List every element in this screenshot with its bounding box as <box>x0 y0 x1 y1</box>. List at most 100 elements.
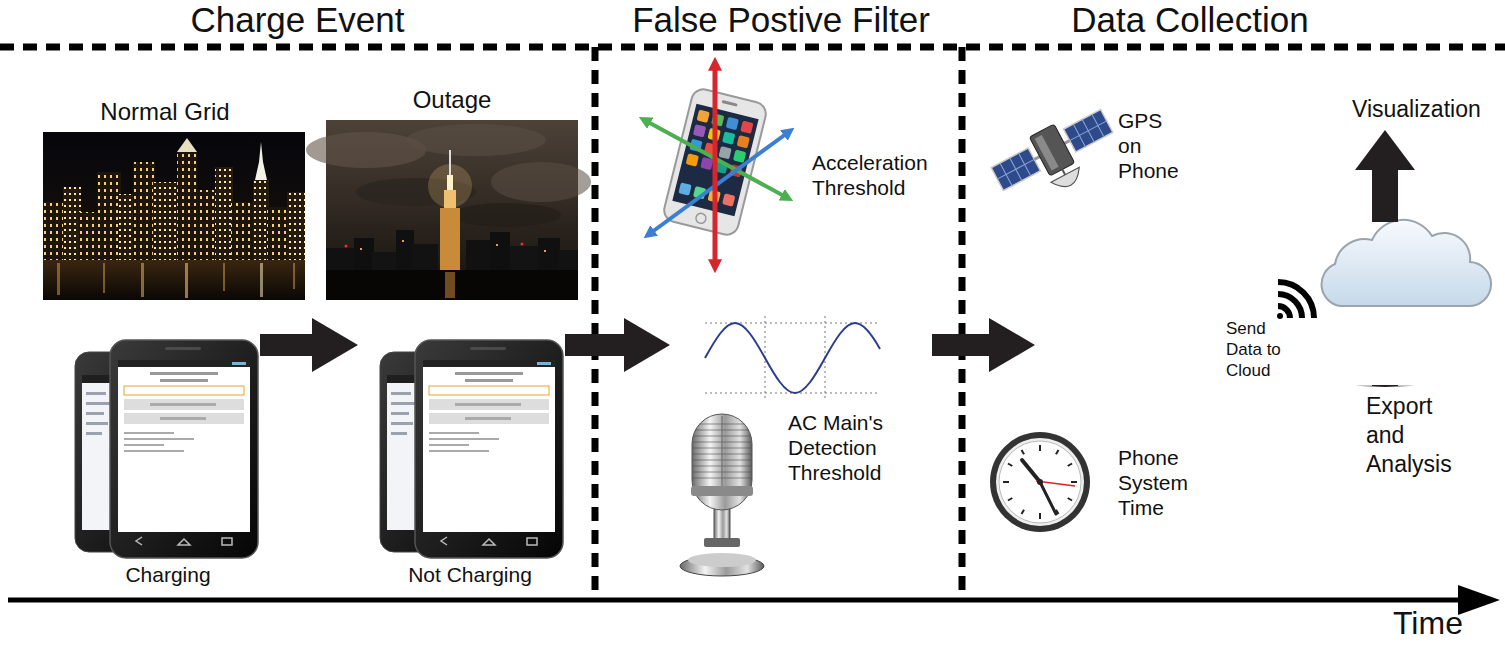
accelerometer-icon <box>737 135 750 148</box>
accelerometer-icon <box>686 153 699 166</box>
city-lit-photo <box>43 132 305 300</box>
microphone-icon <box>704 538 740 547</box>
clock-icon <box>1056 450 1059 454</box>
city-lit-photo <box>177 138 197 152</box>
city-lit-photo <box>57 263 60 295</box>
city-lit-photo <box>119 194 135 260</box>
wireless-icon <box>1278 282 1314 318</box>
city-dark-photo <box>445 272 455 298</box>
filter-item: Acceleration Threshold <box>620 50 940 275</box>
data-source: GPS on Phone <box>990 90 1220 210</box>
phone-caption: Charging <box>125 563 210 587</box>
city-dark-photo <box>449 150 451 176</box>
city-lit-photo <box>287 192 305 260</box>
city-lit-photo <box>43 132 305 300</box>
city-dark-photo <box>491 162 591 202</box>
accelerometer-icon <box>652 134 786 232</box>
microphone-icon <box>688 553 756 567</box>
city-dark-photo <box>345 245 348 248</box>
wireless-icon <box>1278 294 1302 318</box>
city-dark-photo <box>444 190 456 208</box>
stage-heading: False Postive Filter <box>632 0 930 40</box>
satellite-icon <box>987 101 1126 214</box>
cloud-shape <box>1322 220 1492 306</box>
microphone-icon <box>680 414 764 576</box>
android-phones <box>380 340 563 558</box>
data-source: Phone System Time <box>985 425 1225 545</box>
stage-band: Acceleration Threshold AC Main's Detectio… <box>595 0 962 598</box>
satellite-icon <box>1070 121 1107 141</box>
dashed-separator <box>0 44 1505 51</box>
grid-state-panel: Normal GridCharging <box>40 85 312 590</box>
clock-icon <box>990 432 1090 532</box>
photo-caption: Outage <box>413 86 492 114</box>
city-lit-photo <box>215 167 233 260</box>
city-dark-photo <box>466 240 492 270</box>
city-dark-photo <box>396 230 414 270</box>
satellite-icon <box>1034 157 1039 160</box>
city-dark-photo <box>306 120 591 300</box>
city-dark-photo <box>490 232 510 270</box>
output-text: Export and Analysis <box>1366 392 1452 479</box>
city-lit-photo <box>133 162 155 260</box>
accelerometer-icon <box>722 100 738 107</box>
cloud-node: Send Data to Cloud <box>1320 222 1492 385</box>
output-text: Visualization <box>1352 95 1481 124</box>
filter-label: Acceleration Threshold <box>812 150 937 200</box>
axis-label: Time <box>1393 604 1463 642</box>
accelerometer-icon <box>693 124 706 137</box>
flow-arrow <box>932 318 1035 372</box>
city-dark-photo <box>544 250 546 252</box>
city-lit-photo <box>253 180 269 260</box>
filter-item: AC Main's Detection Threshold <box>620 300 940 585</box>
wireless-icon <box>1277 282 1314 319</box>
accelerometer-icon <box>678 182 691 195</box>
city-lit-photo <box>63 187 81 260</box>
accelerometer-icon <box>722 131 735 144</box>
clock-icon <box>1071 481 1077 483</box>
flow-arrow <box>1355 385 1415 387</box>
clock-icon <box>1068 464 1072 467</box>
accelerometer-icon <box>695 212 707 224</box>
clock-icon <box>1022 460 1040 482</box>
clock-icon <box>1022 450 1025 454</box>
city-lit-photo <box>177 152 197 260</box>
microphone-icon <box>693 416 751 486</box>
accelerometer-icon <box>648 68 786 262</box>
city-dark-photo <box>326 270 578 300</box>
source-label: GPS on Phone <box>1118 108 1179 183</box>
output-label: Visualization <box>1352 95 1481 124</box>
stage-heading: Data Collection <box>1071 0 1308 40</box>
satellite-icon <box>1035 135 1059 171</box>
ac-sine-wave <box>705 316 880 400</box>
ac-sine-wave <box>705 323 880 393</box>
clock-icon <box>999 441 1081 523</box>
android-phones <box>75 340 258 558</box>
city-lit-photo <box>255 142 267 180</box>
satellite-icon <box>1051 167 1085 193</box>
city-dark-photo <box>521 243 524 246</box>
city-dark-photo <box>402 240 404 242</box>
satellite-icon <box>997 159 1034 179</box>
city-lit-photo <box>195 190 217 260</box>
clock-icon <box>1003 445 1077 519</box>
city-dark-photo <box>538 238 560 270</box>
city-dark-photo <box>447 175 453 190</box>
photo-caption: Normal Grid <box>100 98 229 126</box>
stage-band: Normal GridChargingOutageNot ChargingCha… <box>0 0 595 598</box>
accelerometer-icon <box>713 68 718 262</box>
city-dark-photo <box>326 248 356 270</box>
city-dark-photo <box>406 124 546 156</box>
clock-icon <box>990 432 1090 532</box>
city-lit-photo <box>267 207 289 260</box>
flow-arrow <box>565 318 670 372</box>
city-lit-photo <box>43 260 305 300</box>
city-dark-photo <box>354 238 374 270</box>
cloud-shape <box>1322 220 1492 306</box>
wireless-icon <box>1278 306 1290 318</box>
accelerometer-icon <box>740 121 753 134</box>
clock-icon <box>1037 479 1043 485</box>
city-dark-photo <box>372 252 398 270</box>
city-lit-photo <box>185 263 188 298</box>
